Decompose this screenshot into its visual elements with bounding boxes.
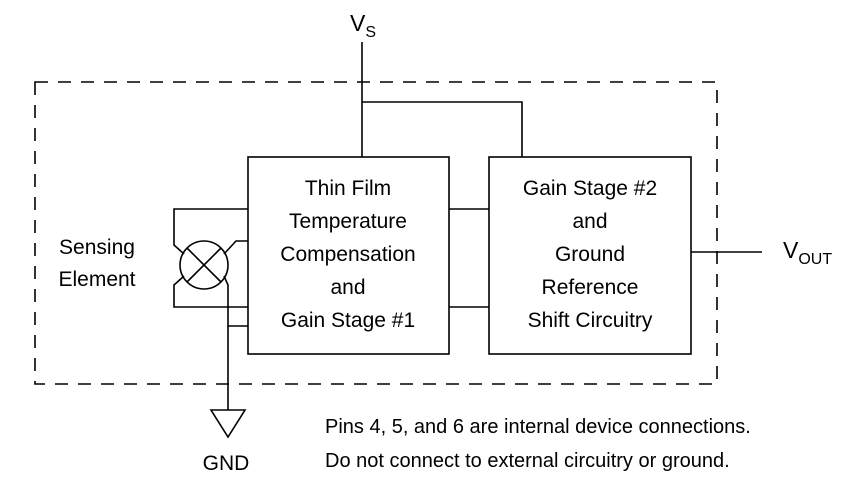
block2-line: Shift Circuitry (528, 309, 653, 332)
output-pin-label: VOUT (783, 237, 832, 268)
block2-line: Reference (542, 276, 639, 299)
block2-line: and (572, 210, 607, 233)
ground-symbol-icon (209, 409, 247, 439)
block1-line: Temperature (289, 210, 407, 233)
supply-pin-label: VS (350, 10, 376, 41)
block1-label: Thin Film Temperature Compensation and G… (280, 177, 415, 332)
sensing-element-wiring (173, 208, 248, 327)
pin-note-line2: Do not connect to external circuitry or … (325, 450, 730, 472)
pin-note-line1: Pins 4, 5, and 6 are internal device con… (325, 416, 751, 438)
ground-pin-label: GND (203, 452, 250, 475)
block2-label: Gain Stage #2 and Ground Reference Shift… (523, 177, 657, 332)
block1-line: Compensation (280, 243, 415, 266)
block1-line: Gain Stage #1 (281, 309, 415, 332)
device-boundary (34, 81, 718, 385)
block1-line: Thin Film (305, 177, 391, 200)
inter-block-wiring (449, 208, 489, 308)
gain-stage-2-block (488, 156, 692, 355)
sensing-element-label-line1: Sensing (59, 236, 135, 259)
block2-line: Ground (555, 243, 625, 266)
temperature-compensation-block (247, 156, 450, 355)
supply-wiring (361, 42, 523, 157)
block2-line: Gain Stage #2 (523, 177, 657, 200)
sensing-element-symbol (179, 240, 229, 290)
block1-line: and (330, 276, 365, 299)
sensing-element-label-line2: Element (58, 268, 135, 291)
